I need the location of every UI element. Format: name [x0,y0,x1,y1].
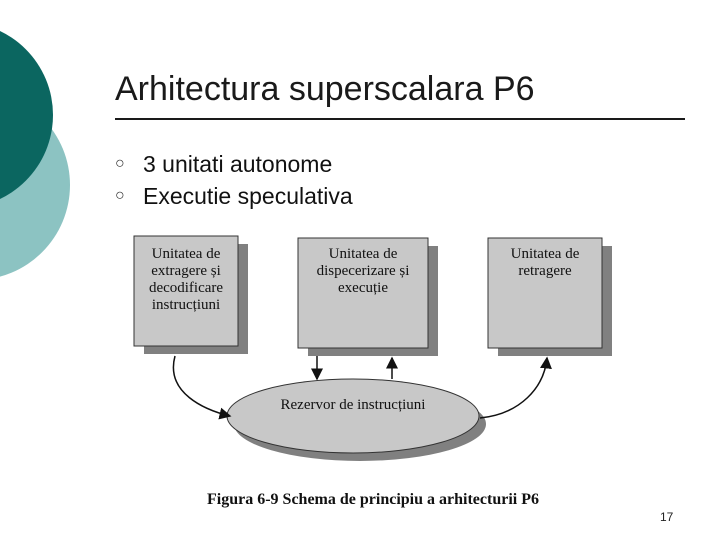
figure-caption: Figura 6-9 Schema de principiu a arhitec… [207,491,539,508]
box-label-line: dispecerizare și [317,263,410,279]
box-label-line: instrucțiuni [152,297,220,313]
box-label-line: retragere [518,263,572,279]
box-label-line: decodificare [149,280,223,296]
dispatch-execute-unit-box: Unitatea de dispecerizare și execuție [297,237,438,356]
circle-bullet-icon: ○ [115,187,125,204]
retirement-unit-box: Unitatea de retragere [487,237,612,356]
box-label-line: execuție [338,280,388,296]
box-label-line: Unitatea de [152,246,221,262]
box-label-line: Unitatea de [329,246,398,262]
box-label-line: extragere și [151,263,221,279]
p6-architecture-diagram: Unitatea de extragere și decodificare in… [133,235,612,508]
bullet-text: 3 unitati autonome [143,150,333,177]
slide-title: Arhitectura superscalara P6 [115,70,535,108]
bullet-item: ○ 3 unitati autonome [115,148,353,180]
fetch-decode-unit-box: Unitatea de extragere și decodificare in… [133,235,248,354]
bullet-list: ○ 3 unitati autonome ○ Executie speculat… [115,148,353,212]
decorative-circles [0,31,70,277]
arrow-pool-to-retire [479,356,552,419]
circle-bullet-icon: ○ [115,155,125,172]
title-underline [115,118,685,120]
instruction-pool-ellipse: Rezervor de instrucțiuni [226,378,486,461]
page-number: 17 [660,510,674,524]
box-label-line: Unitatea de [511,246,580,262]
arrow-fetch-to-pool [172,355,232,420]
bullet-text: Executie speculativa [143,182,353,209]
ellipse-label: Rezervor de instrucțiuni [281,397,426,413]
bullet-item: ○ Executie speculativa [115,180,353,212]
